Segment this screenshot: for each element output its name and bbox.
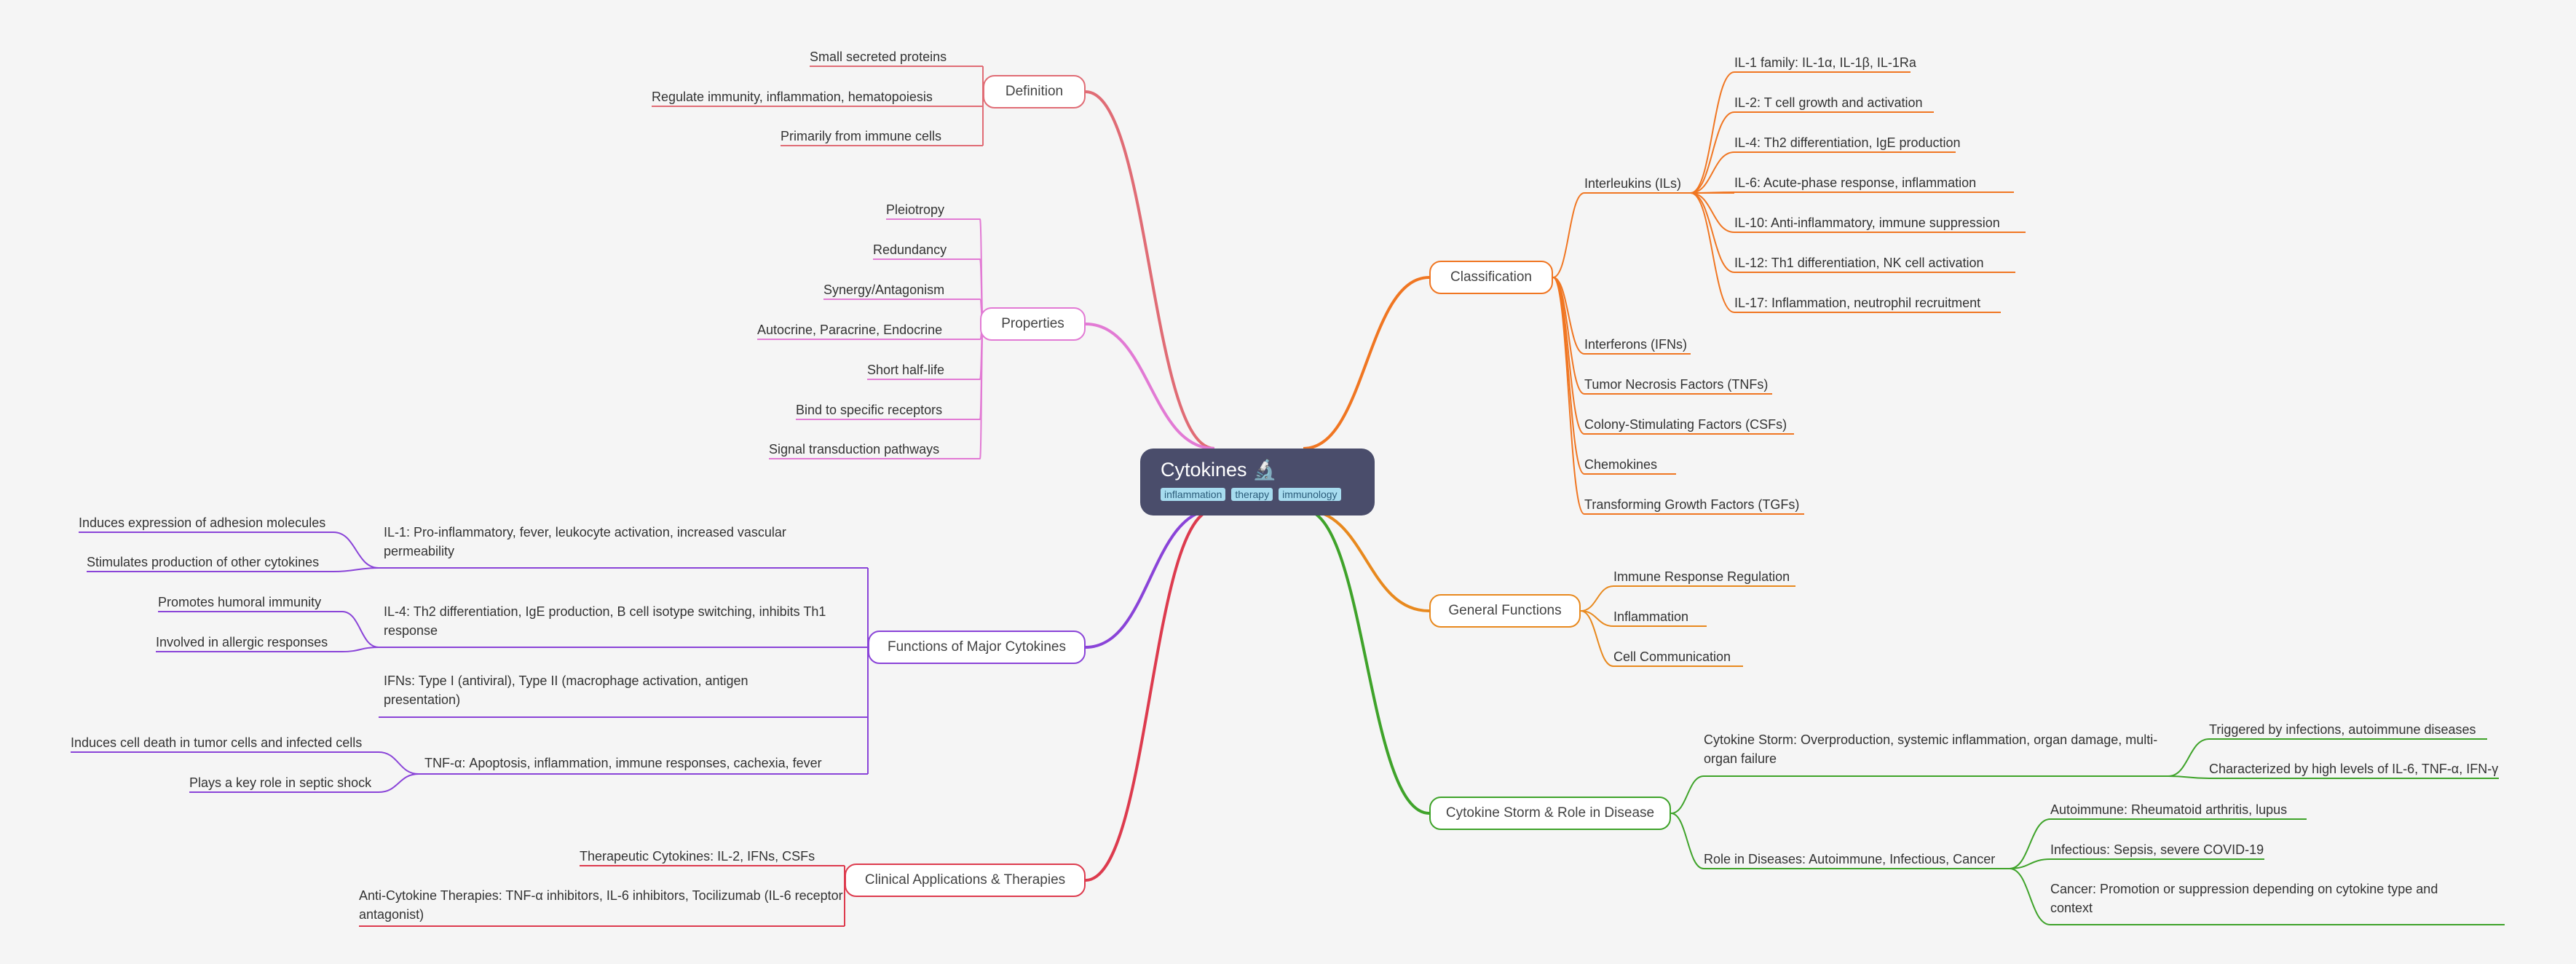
- link-functions-subitem: [333, 532, 379, 569]
- interleukin-item[interactable]: IL-6: Acute-phase response, inflammation: [1734, 175, 1977, 190]
- link-storm-item: [1670, 775, 1704, 814]
- link-storm-subitem: [2168, 738, 2210, 777]
- branch-classification[interactable]: Classification: [1429, 261, 1553, 294]
- functions-subitem[interactable]: Stimulates production of other cytokines: [87, 555, 320, 569]
- definition-item[interactable]: Small secreted proteins: [810, 50, 947, 64]
- properties-item[interactable]: Autocrine, Paracrine, Endocrine: [757, 323, 943, 337]
- link-classification-item: [1552, 277, 1585, 355]
- definition-item[interactable]: Primarily from immune cells: [781, 129, 942, 143]
- classification-item[interactable]: Transforming Growth Factors (TGFs): [1584, 497, 1800, 512]
- interleukin-item[interactable]: IL-2: T cell growth and activation: [1734, 95, 1923, 110]
- link-root-properties: [1085, 323, 1215, 450]
- properties-item[interactable]: Signal transduction pathways: [769, 442, 940, 457]
- link-classification-item: [1552, 192, 1585, 278]
- link-root-functions: [1085, 508, 1215, 649]
- branch-cytokine-storm[interactable]: Cytokine Storm & Role in Disease: [1429, 797, 1671, 830]
- link-root-classification: [1303, 276, 1430, 450]
- functions-item[interactable]: TNF-α: Apoptosis, inflammation, immune r…: [424, 756, 822, 770]
- tag: therapy: [1231, 488, 1273, 501]
- clinical-item[interactable]: Anti-Cytokine Therapies: TNF-α inhibitor…: [359, 888, 843, 922]
- link-general-item: [1580, 585, 1614, 612]
- storm-subitem[interactable]: Characterized by high levels of IL-6, TN…: [2209, 762, 2499, 776]
- tag-list: inflammation therapy immunology: [1161, 488, 1354, 501]
- functions-item[interactable]: IFNs: Type I (antiviral), Type II (macro…: [384, 673, 748, 707]
- link-classification-item: [1552, 277, 1585, 435]
- link-root-general: [1303, 508, 1430, 612]
- interleukin-item[interactable]: IL-10: Anti-inflammatory, immune suppres…: [1734, 216, 2000, 230]
- definition-item[interactable]: Regulate immunity, inflammation, hematop…: [652, 90, 933, 104]
- link-root-storm: [1303, 508, 1430, 815]
- link-interleukin-item: [1690, 192, 1735, 313]
- link-root-clinical: [1085, 508, 1215, 882]
- link-general-item: [1580, 610, 1614, 667]
- branch-clinical[interactable]: Clinical Applications & Therapies: [845, 864, 1086, 897]
- interleukin-item[interactable]: IL-12: Th1 differentiation, NK cell acti…: [1734, 256, 1984, 270]
- functions-subitem[interactable]: Promotes humoral immunity: [158, 595, 322, 609]
- properties-item[interactable]: Pleiotropy: [886, 202, 945, 217]
- general-functions-item[interactable]: Immune Response Regulation: [1613, 569, 1790, 584]
- classification-item[interactable]: Interleukins (ILs): [1584, 176, 1682, 191]
- link-storm-subitem: [2009, 818, 2051, 869]
- branch-functions[interactable]: Functions of Major Cytokines: [868, 631, 1086, 664]
- link-storm-subitem: [2009, 858, 2051, 869]
- link-root-definition: [1085, 90, 1215, 450]
- root-node[interactable]: Cytokines 🔬 inflammation therapy immunol…: [1140, 449, 1375, 515]
- link-interleukin-item: [1690, 151, 1735, 194]
- storm-subitem[interactable]: Cancer: Promotion or suppression dependi…: [2050, 882, 2438, 915]
- clinical-item[interactable]: Therapeutic Cytokines: IL-2, IFNs, CSFs: [580, 849, 815, 864]
- general-functions-item[interactable]: Cell Communication: [1613, 649, 1731, 664]
- link-functions-subitem: [378, 751, 419, 775]
- functions-subitem[interactable]: Involved in allergic responses: [156, 635, 328, 649]
- general-functions-item[interactable]: Inflammation: [1613, 609, 1689, 624]
- branch-properties[interactable]: Properties: [980, 307, 1086, 341]
- interleukin-item[interactable]: IL-4: Th2 differentiation, IgE productio…: [1734, 135, 1961, 150]
- link-functions-subitem: [333, 567, 379, 572]
- link-interleukin-item: [1690, 111, 1735, 194]
- functions-item[interactable]: IL-1: Pro-inflammatory, fever, leukocyte…: [384, 525, 786, 558]
- classification-item[interactable]: Tumor Necrosis Factors (TNFs): [1584, 377, 1769, 392]
- classification-item[interactable]: Colony-Stimulating Factors (CSFs): [1584, 417, 1787, 432]
- functions-item[interactable]: IL-4: Th2 differentiation, IgE productio…: [384, 604, 826, 638]
- storm-subitem[interactable]: Autoimmune: Rheumatoid arthritis, lupus: [2050, 802, 2288, 817]
- link-general-item: [1580, 610, 1614, 627]
- storm-subitem[interactable]: Infectious: Sepsis, severe COVID-19: [2050, 842, 2264, 857]
- functions-subitem[interactable]: Induces expression of adhesion molecules: [79, 515, 326, 530]
- link-functions-subitem: [341, 647, 379, 652]
- link-functions-subitem: [378, 773, 419, 793]
- microscope-icon: 🔬: [1252, 459, 1277, 481]
- tag: immunology: [1279, 488, 1341, 501]
- branch-definition[interactable]: Definition: [983, 75, 1086, 108]
- interleukin-item[interactable]: IL-17: Inflammation, neutrophil recruitm…: [1734, 296, 1981, 310]
- link-storm-subitem: [2168, 775, 2210, 779]
- properties-item[interactable]: Bind to specific receptors: [796, 403, 943, 417]
- classification-item[interactable]: Interferons (IFNs): [1584, 337, 1688, 352]
- properties-item[interactable]: Short half-life: [867, 363, 945, 377]
- link-interleukin-item: [1690, 191, 1735, 194]
- properties-item[interactable]: Redundancy: [873, 242, 947, 257]
- branch-general-functions[interactable]: General Functions: [1429, 594, 1581, 628]
- interleukin-item[interactable]: IL-1 family: IL-1α, IL-1β, IL-1Ra: [1734, 55, 1916, 70]
- link-interleukin-item: [1690, 192, 1735, 273]
- functions-subitem[interactable]: Induces cell death in tumor cells and in…: [71, 735, 363, 750]
- storm-subitem[interactable]: Triggered by infections, autoimmune dise…: [2209, 722, 2476, 737]
- classification-item[interactable]: Chemokines: [1584, 457, 1658, 472]
- link-classification-item: [1552, 277, 1585, 475]
- root-title: Cytokines: [1161, 459, 1247, 481]
- link-interleukin-item: [1690, 192, 1735, 233]
- storm-item[interactable]: Cytokine Storm: Overproduction, systemic…: [1704, 732, 2158, 766]
- functions-subitem[interactable]: Plays a key role in septic shock: [189, 775, 372, 790]
- tag: inflammation: [1161, 488, 1226, 501]
- link-storm-subitem: [2009, 868, 2051, 925]
- link-interleukin-item: [1690, 71, 1735, 194]
- link-storm-item: [1670, 813, 1704, 869]
- storm-item[interactable]: Role in Diseases: Autoimmune, Infectious…: [1704, 852, 1996, 866]
- link-classification-item: [1552, 277, 1585, 515]
- link-functions-subitem: [341, 611, 379, 648]
- properties-item[interactable]: Synergy/Antagonism: [823, 283, 945, 297]
